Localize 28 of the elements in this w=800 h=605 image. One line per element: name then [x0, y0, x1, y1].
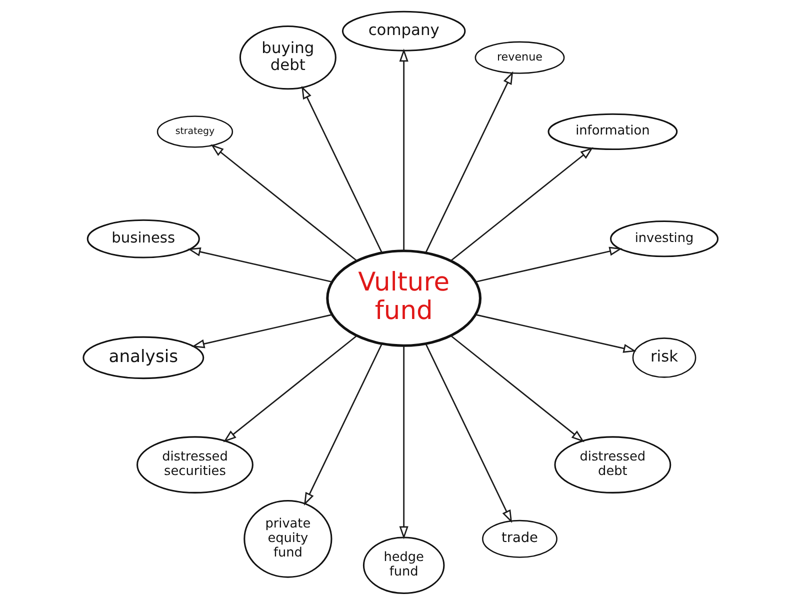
arrow [398, 48, 408, 251]
node-ellipse: business [86, 219, 200, 258]
node-ellipse: distressed securities [136, 436, 253, 494]
arrow [222, 335, 357, 442]
arrow [475, 246, 622, 283]
node-ellipse: buying debt [238, 26, 336, 90]
node-ellipse: trade [482, 520, 557, 558]
node-ellipse: hedge fund [362, 536, 444, 594]
arrow [210, 144, 357, 262]
arrow [187, 247, 332, 283]
node-ellipse: private equity fund [243, 500, 332, 578]
node-ellipse: information [547, 113, 678, 150]
arrow [303, 344, 382, 506]
node-ellipse: company [341, 10, 466, 52]
arrow [475, 314, 636, 353]
arrow [301, 86, 382, 253]
arrow [450, 147, 593, 262]
node-ellipse: distressed debt [554, 436, 671, 494]
node-ellipse: investing [610, 220, 718, 258]
arrow [398, 346, 408, 540]
node-ellipse: risk [632, 338, 696, 378]
node-ellipse: revenue [474, 41, 564, 74]
arrow [424, 344, 512, 524]
arrow [191, 314, 332, 348]
node-ellipse: strategy [156, 116, 233, 148]
node-ellipse: Vulture fund [326, 250, 482, 347]
arrow [450, 335, 584, 442]
arrow [424, 71, 513, 253]
